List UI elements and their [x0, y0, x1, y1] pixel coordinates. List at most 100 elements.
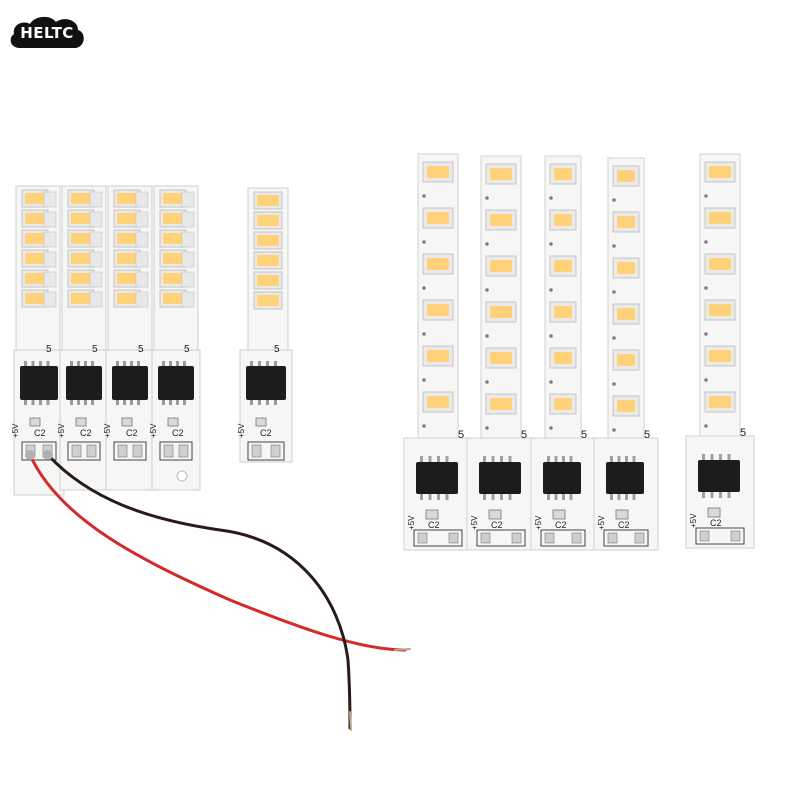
red-wire	[28, 453, 407, 652]
terminal-frame	[247, 441, 285, 461]
led-emitter	[117, 273, 137, 284]
chip-pin	[632, 456, 636, 462]
led-emitter	[427, 396, 449, 408]
chip-pin	[610, 456, 613, 462]
led-emitter	[257, 195, 279, 206]
led-emitter	[71, 233, 91, 244]
solder-joint	[25, 450, 35, 460]
voltage-label: +5V	[149, 423, 158, 438]
led-pad	[89, 251, 103, 268]
terminal-frame	[21, 441, 57, 461]
led-pad	[43, 231, 57, 248]
terminal-pad	[178, 444, 189, 458]
chip	[112, 366, 148, 400]
led-emitter	[554, 214, 572, 226]
chip	[698, 460, 740, 492]
voltage-label: +5V	[407, 515, 416, 530]
cap-label: C2	[80, 428, 92, 438]
chip-pin	[176, 361, 179, 366]
board-number: 5	[521, 429, 527, 441]
led-emitter	[490, 306, 512, 318]
via-dot	[549, 242, 553, 246]
led-pad	[135, 271, 149, 288]
led-emitter	[427, 304, 449, 316]
led-emitter	[490, 168, 512, 180]
chip-pin	[46, 400, 50, 405]
chip-pin	[250, 400, 253, 405]
via-dot	[485, 380, 489, 384]
black-wire	[46, 453, 352, 730]
led-emitter	[163, 193, 183, 204]
strip-head	[607, 157, 645, 441]
chip-pin	[562, 456, 565, 462]
solder-joint	[43, 450, 53, 460]
chip-pin	[123, 361, 126, 366]
terminal-frame	[476, 529, 526, 547]
chip-pin	[483, 456, 486, 462]
chip-pin	[437, 456, 440, 462]
via-dot	[422, 378, 426, 382]
via-dot	[485, 426, 489, 430]
chip-pin	[491, 456, 495, 462]
chip-pin	[137, 400, 140, 405]
via-dot	[422, 286, 426, 290]
led-emitter	[25, 253, 45, 264]
cap-pad	[615, 509, 629, 520]
chip-pin	[420, 494, 423, 500]
via-dot	[485, 334, 489, 338]
board-number: 5	[46, 344, 52, 355]
terminal-frame	[113, 441, 147, 461]
terminal-pad	[71, 444, 82, 458]
via-dot	[549, 288, 553, 292]
chip	[606, 462, 644, 494]
voltage-label: +5V	[534, 515, 543, 530]
chip-pin	[258, 361, 261, 366]
terminal-pad	[251, 444, 262, 458]
led-emitter	[163, 233, 183, 244]
led-emitter	[25, 193, 45, 204]
led-emitter	[117, 293, 137, 304]
via-dot	[549, 334, 553, 338]
led-emitter	[554, 352, 572, 364]
brand-logo: HELTC	[6, 12, 88, 54]
chip-pin	[183, 361, 186, 366]
chip-pin	[625, 456, 628, 462]
chip-pin	[617, 456, 621, 462]
led-emitter	[490, 398, 512, 410]
chip-pin	[116, 400, 119, 405]
terminal-pad	[417, 532, 428, 544]
via-dot	[422, 194, 426, 198]
chip-pin	[39, 361, 42, 366]
led-emitter	[25, 233, 45, 244]
via-dot	[704, 194, 708, 198]
led-emitter	[554, 168, 572, 180]
led-emitter	[163, 273, 183, 284]
led-emitter	[25, 293, 45, 304]
via-dot	[422, 424, 426, 428]
lead-wires	[25, 450, 411, 731]
led-emitter	[257, 255, 279, 266]
cap-pad	[425, 509, 439, 520]
led-emitter	[163, 293, 183, 304]
led-emitter	[617, 308, 635, 320]
led-emitter	[490, 214, 512, 226]
cap-label: C2	[491, 520, 503, 530]
led-emitter	[117, 253, 137, 264]
led-emitter	[709, 212, 731, 224]
chip-pin	[625, 494, 628, 500]
terminal-pad	[480, 532, 491, 544]
led-pad	[135, 291, 149, 308]
chip-pin	[554, 494, 558, 500]
chip-pin	[24, 361, 27, 366]
led-emitter	[490, 352, 512, 364]
logo-cloud-badge	[10, 16, 84, 48]
voltage-label: +5V	[103, 423, 112, 438]
chip-pin	[169, 400, 172, 405]
chip-pin	[91, 361, 94, 366]
terminal-pad	[699, 530, 710, 542]
led-pad	[181, 191, 195, 208]
chip-pin	[491, 494, 495, 500]
via-dot	[485, 196, 489, 200]
led-emitter	[617, 400, 635, 412]
